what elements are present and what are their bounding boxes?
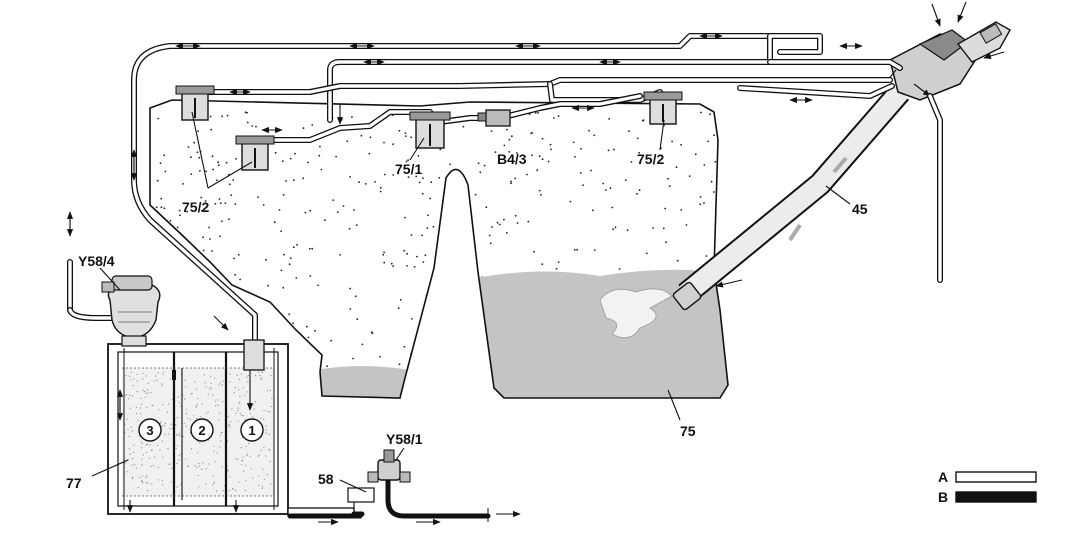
fuel-splash (599, 288, 673, 339)
valve-75-2-right (643, 91, 683, 125)
valve-75-2-left-a (175, 85, 215, 121)
labels: 75/2 75/1 B4/3 75/2 45 75 Y58/4 Y58/1 58… (66, 151, 868, 491)
chamber-3: 3 (146, 423, 153, 438)
legend-b-swatch (955, 491, 1037, 503)
fuel-level-left (316, 366, 410, 398)
label-b4-3: B4/3 (497, 151, 527, 167)
fuel-level-right (476, 269, 728, 398)
valve-y58-1 (367, 449, 411, 483)
filler-pipe (672, 84, 910, 311)
sensor-b4-3 (477, 109, 511, 127)
tank-outline (149, 99, 729, 399)
chamber-1: 1 (248, 423, 255, 438)
legend-b-label: B (938, 489, 948, 505)
label-y58-4: Y58/4 (78, 253, 115, 269)
purge-line (287, 473, 521, 526)
label-75: 75 (680, 423, 696, 439)
label-75-2-left: 75/2 (182, 199, 209, 215)
valve-75-1 (409, 111, 451, 149)
label-75-1: 75/1 (395, 161, 422, 177)
label-y58-1: Y58/1 (386, 431, 423, 447)
legend-a-swatch (955, 471, 1037, 483)
label-58: 58 (318, 471, 334, 487)
label-77: 77 (66, 475, 82, 491)
label-45: 45 (852, 201, 868, 217)
filler-pipe-outlet (672, 281, 702, 311)
label-75-2-right: 75/2 (637, 151, 664, 167)
flow-arrow (832, 156, 848, 174)
flow-arrows (66, 32, 863, 331)
valve-y58-4 (101, 275, 161, 347)
valve-75-2-left-b (235, 135, 275, 171)
legend-a-label: A (938, 469, 948, 485)
leader-lines (91, 111, 851, 493)
canister-inlet (243, 339, 265, 371)
legend: A B (938, 469, 1037, 505)
chamber-numbers: 3 2 1 (138, 418, 264, 442)
chamber-2: 2 (198, 423, 205, 438)
filler-neck-assembly (885, 1, 1011, 101)
flow-arrow (788, 223, 802, 242)
